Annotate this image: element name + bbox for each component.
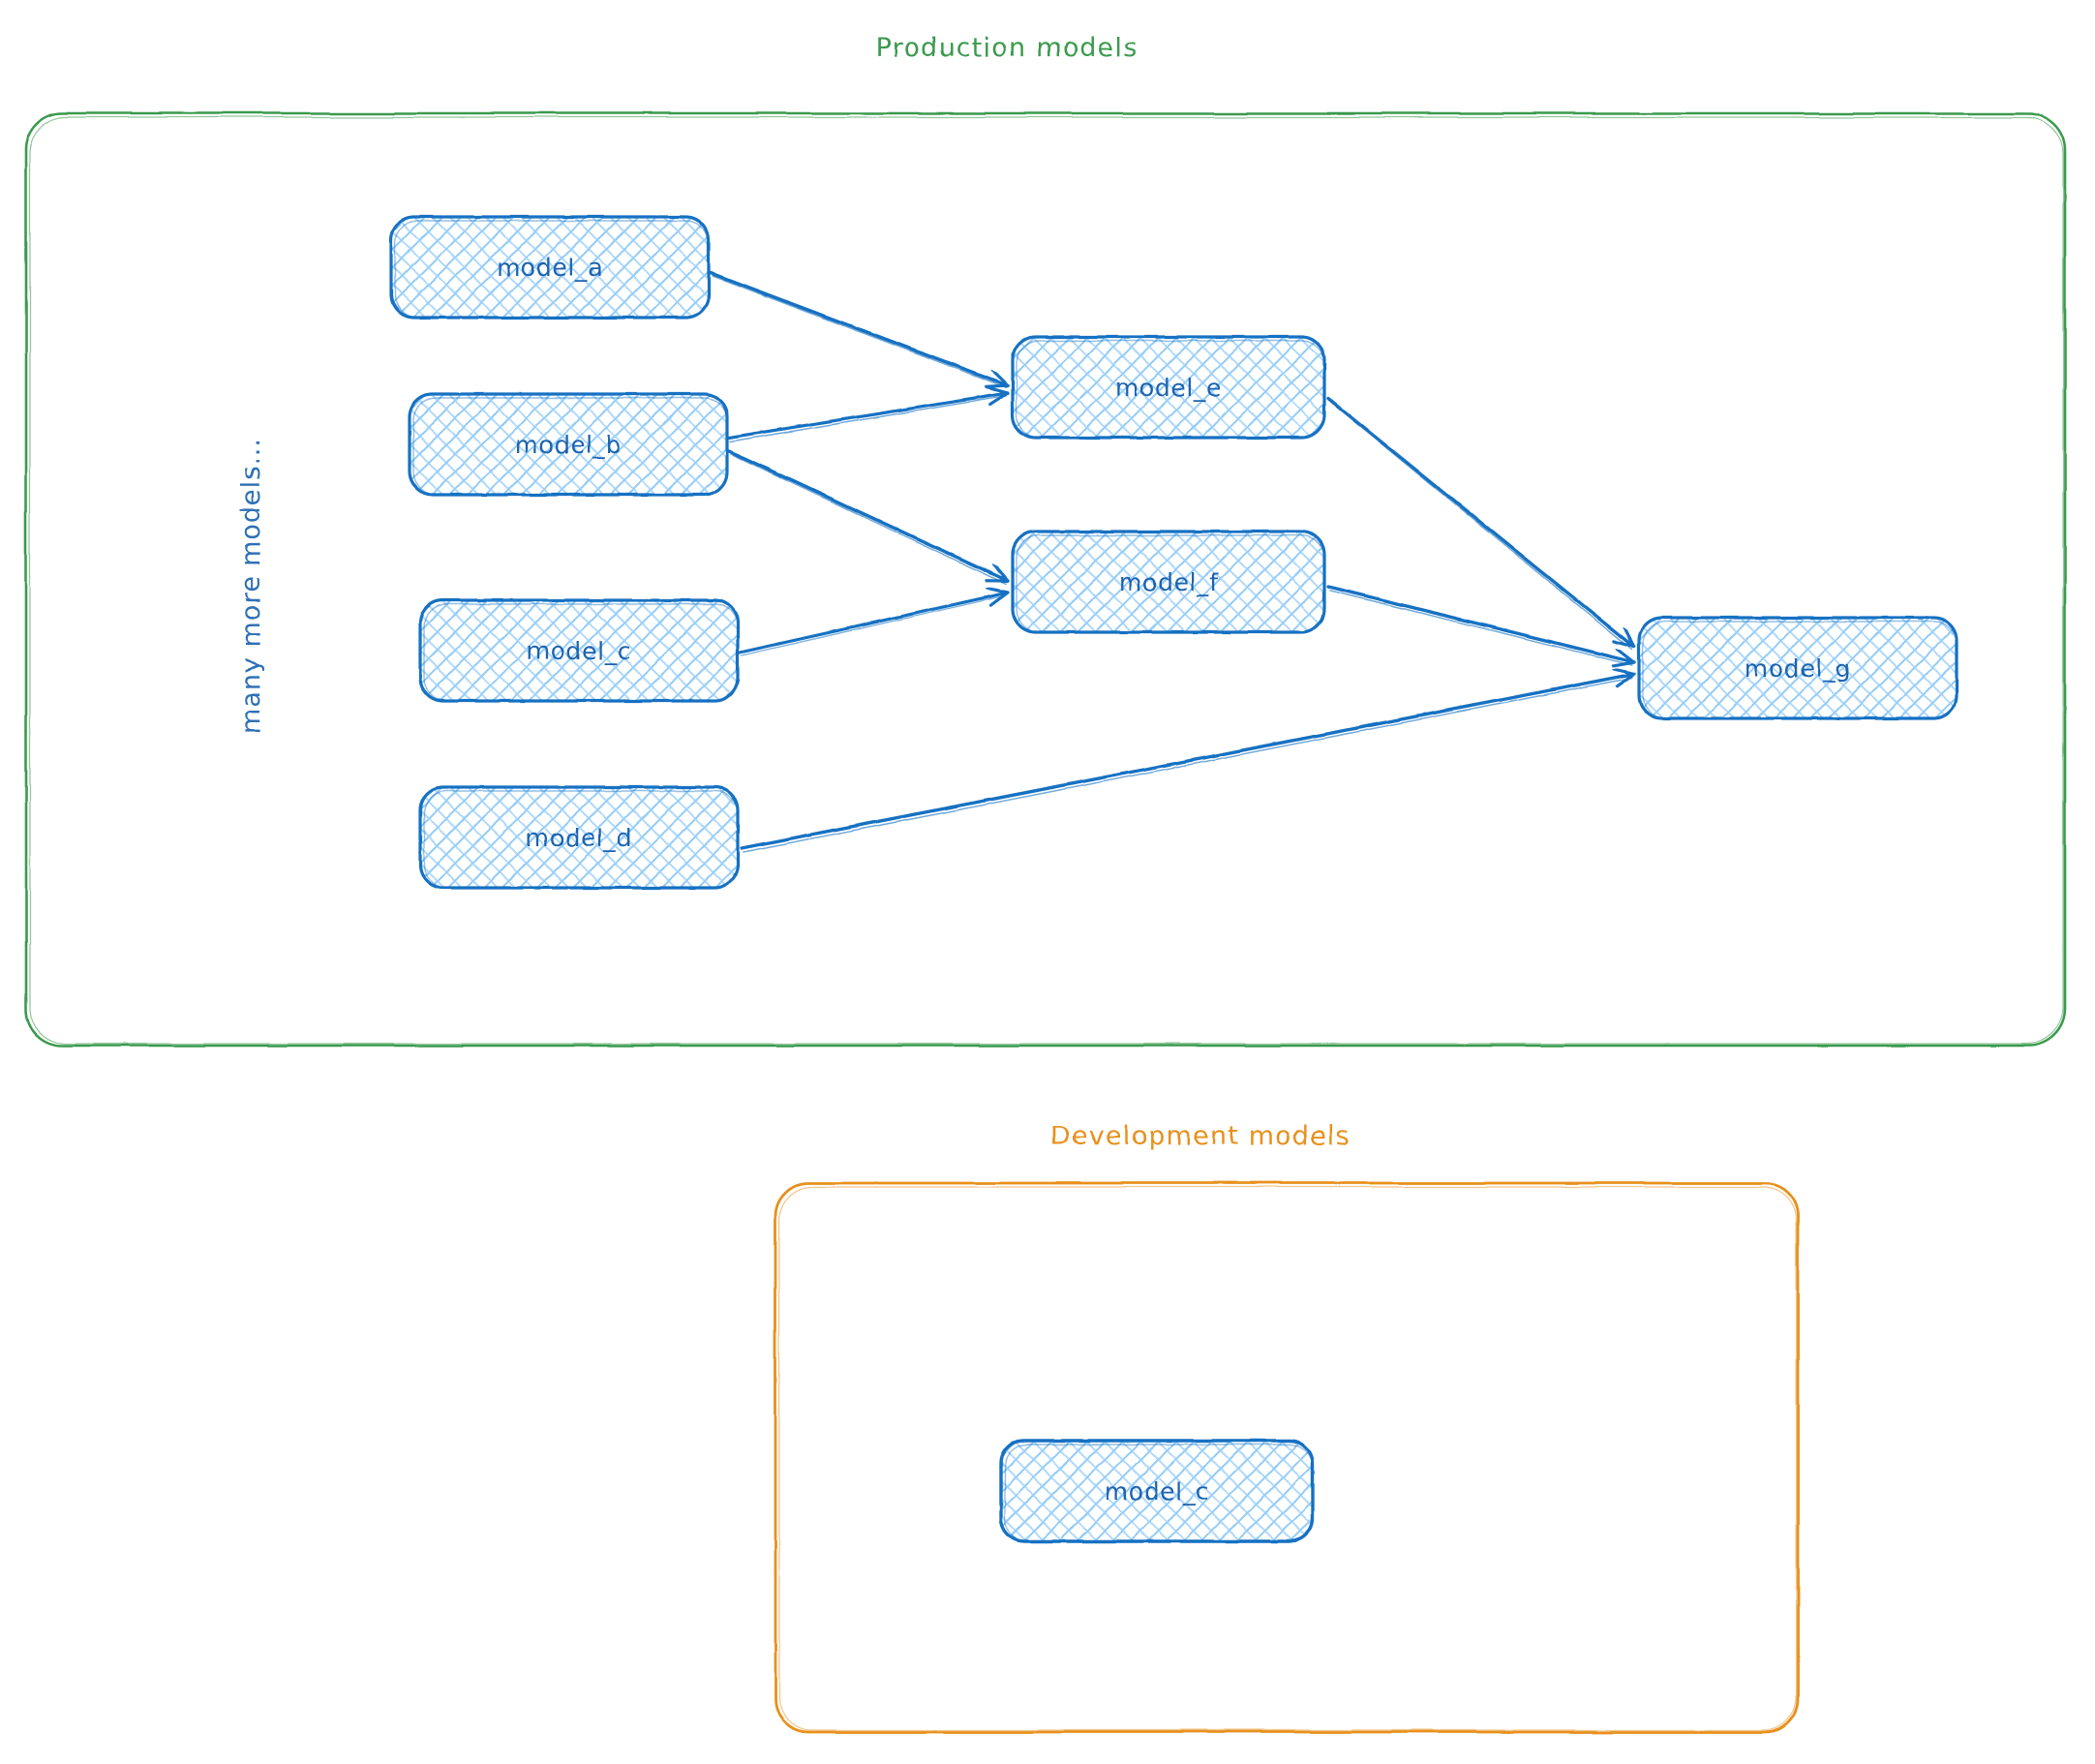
node-model-c-label: model_c [527,637,631,665]
node-dev-model-c-box-hatch2 [1001,1441,1313,1541]
node-model-e[interactable]: model_e [1011,335,1326,440]
node-model-a-box-hatch2 [391,217,709,318]
development-group-box-shadow [778,1186,1797,1731]
node-model-c-border-shadow [423,603,739,702]
node-model-b-border-shadow [412,397,728,496]
side-label-many-more-models: many more models... [236,438,266,734]
many-more-models-label: many more models... [236,438,266,734]
node-model-d-border-shadow [423,790,739,889]
edge-model-a-to-model-e [709,271,1010,387]
group-container-development: Development models [774,1121,1800,1734]
production-group-box [24,111,2067,1048]
nodes: model_a model_b model_c model_d [389,215,1958,1543]
node-model-g[interactable]: model_g [1637,616,1958,720]
node-model-a-border-shadow [394,220,710,319]
group-containers: Production models Development models [24,33,2067,1734]
node-model-b-label: model_b [515,431,622,459]
node-model-a[interactable]: model_a [389,215,711,319]
edge-model-e-to-model-g [1326,397,1636,651]
edge-model-b-to-model-f [727,449,1010,585]
node-dev-model-c-border-shadow [1004,1444,1314,1542]
node-model-b[interactable]: model_b [408,392,729,497]
edge-model-b-to-model-e [727,393,1010,442]
node-model-g-box-hatch2 [1639,618,1957,718]
development-group-label: Development models [1050,1121,1351,1151]
node-model-e-border-shadow [1016,340,1325,439]
node-model-f[interactable]: model_f [1011,530,1326,634]
edges [709,271,1636,853]
production-group-label: Production models [876,33,1139,63]
node-model-c-box-hatch2 [420,600,738,701]
node-model-c[interactable]: model_c [418,598,740,703]
node-model-d-box-hatch2 [420,787,738,888]
node-model-d[interactable]: model_d [418,785,740,890]
edge-model-f-to-model-g [1326,585,1636,665]
node-model-g-border-shadow [1642,621,1958,719]
node-dev-model-c[interactable]: model_c [999,1439,1315,1543]
development-group-box [774,1181,1800,1734]
node-model-f-label: model_f [1118,568,1219,596]
node-model-b-box-hatch2 [410,394,727,495]
node-model-f-box-hatch2 [1013,532,1324,632]
production-group-box-shadow [29,116,2064,1045]
node-model-a-label: model_a [497,254,603,282]
group-container-production: Production models [24,33,2067,1048]
node-model-f-border-shadow [1016,534,1325,633]
node-dev-model-c-label: model_c [1105,1477,1209,1505]
node-model-e-label: model_e [1115,374,1222,402]
node-model-d-label: model_d [526,824,632,852]
edge-model-c-to-model-f [738,593,1010,656]
edge-model-d-to-model-g [740,674,1636,853]
node-model-e-box-hatch2 [1013,337,1324,438]
node-model-g-label: model_g [1745,654,1851,683]
